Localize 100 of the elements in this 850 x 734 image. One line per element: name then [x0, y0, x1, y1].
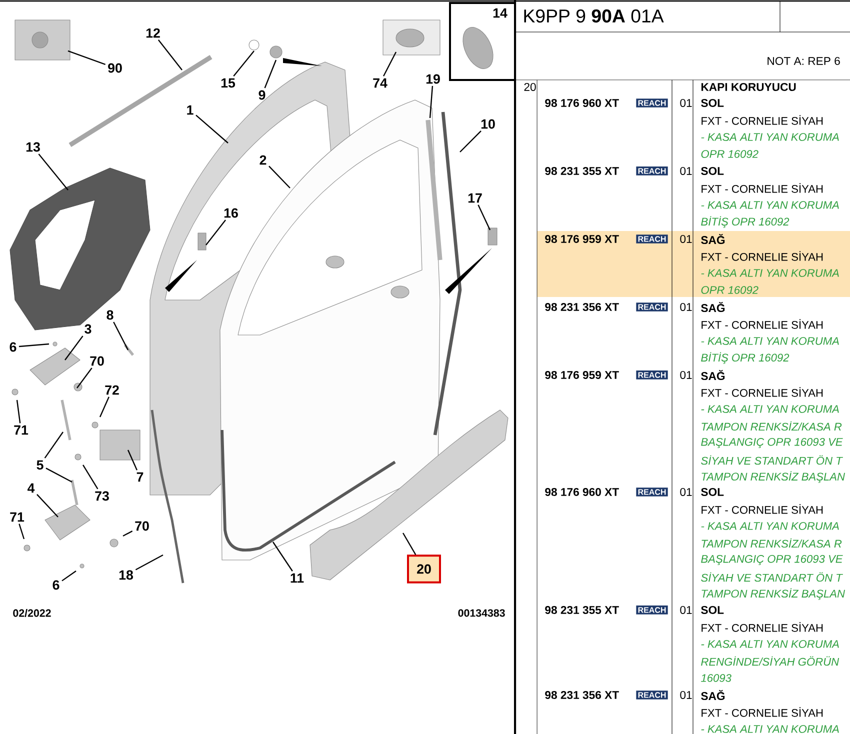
- quantity-text: 01: [680, 99, 692, 107]
- reach-badge: REACH: [636, 488, 668, 496]
- title-text: KAPI KORUYUCU: [701, 83, 796, 91]
- description-text: FXT - CORNELIE SİYAH: [702, 387, 823, 397]
- leader-line: [16, 400, 21, 424]
- callout-number: 74: [373, 78, 388, 88]
- reach-badge: REACH: [636, 166, 668, 176]
- callout-number: 90: [108, 63, 122, 73]
- date-text: 02/2022: [13, 609, 51, 617]
- leader-line: [460, 130, 482, 152]
- inset-box: 14: [449, 2, 516, 81]
- description-text: FXT - CORNELIE SİYAH: [702, 504, 823, 514]
- remark-text: SİYAH VE STANDART ÖN T: [701, 455, 843, 465]
- side-text: SAĞ: [701, 690, 725, 700]
- callout-number: 5: [36, 460, 44, 470]
- side-text: SOL: [701, 99, 724, 107]
- callout-number: 70: [90, 356, 104, 366]
- quantity-text: 01: [680, 691, 692, 699]
- leader-line: [99, 396, 110, 418]
- reach-badge: REACH: [636, 302, 668, 312]
- reach-badge: REACH: [636, 98, 668, 108]
- description-text: FXT - CORNELIE SİYAH: [702, 622, 823, 632]
- remark-text: TAMPON RENKSİZ BAŞLAN: [702, 471, 845, 483]
- part-number: 98 176 960 XT: [545, 488, 619, 496]
- leader-line: [82, 464, 98, 490]
- reach-badge: REACH: [636, 606, 668, 614]
- reach-badge: REACH: [636, 234, 668, 244]
- quantity-text: 01: [680, 167, 692, 175]
- callout-number: 71: [10, 512, 24, 522]
- callout-number: 4: [28, 483, 35, 493]
- leader-line: [18, 524, 25, 540]
- remark-text: - KASA ALTI YAN KORUMA: [701, 201, 839, 209]
- callout-number: 7: [136, 472, 144, 482]
- highlighted-callout: 20: [407, 554, 441, 584]
- callout-number: 6: [52, 580, 60, 590]
- callout-number: 3: [84, 324, 92, 334]
- remark-text: - KASA ALTI YAN KORUMA: [701, 725, 839, 733]
- leader-line: [64, 336, 84, 360]
- leader-line: [478, 204, 491, 230]
- side-text: SAĞ: [701, 234, 725, 244]
- reach-badge: REACH: [636, 370, 668, 380]
- leader-line: [62, 570, 76, 582]
- callout-number: 15: [221, 78, 236, 88]
- remark-text: - KASA ALTI YAN KORUMA: [701, 522, 839, 530]
- description-text: FXT - CORNELIE SİYAH: [702, 115, 823, 125]
- leader-line: [38, 154, 68, 190]
- side-text: SOL: [701, 167, 724, 175]
- callout-number: 70: [135, 521, 149, 531]
- leader-line: [46, 468, 72, 483]
- callout-number: 17: [468, 193, 482, 203]
- leader-line: [383, 52, 397, 76]
- remark-text: TAMPON RENKSİZ/KASA R: [702, 421, 842, 431]
- part-number: 98 176 960 XT: [545, 99, 619, 107]
- part-number: 98 231 356 XT: [545, 302, 619, 312]
- leader-line: [36, 494, 58, 518]
- part-number: 98 231 355 XT: [545, 166, 619, 176]
- remark-text: OPR 16092: [701, 286, 758, 294]
- remark-text: BAŞLANGIÇ OPR 16093 VE: [701, 555, 843, 565]
- part-number: 98 231 355 XT: [545, 606, 619, 614]
- remark-text: 16093: [701, 674, 732, 682]
- reach-badge: REACH: [636, 690, 668, 700]
- side-text: SOL: [701, 488, 724, 496]
- callout-number: 73: [95, 491, 109, 501]
- leader-line: [268, 166, 290, 188]
- description-text: FXT - CORNELIE SİYAH: [702, 183, 823, 193]
- callout-number: 18: [119, 570, 133, 580]
- callout-number: 11: [290, 573, 304, 583]
- remark-text: - KASA ALTI YAN KORUMA: [701, 133, 839, 141]
- callout-number: 10: [481, 119, 495, 129]
- quantity-text: 01: [680, 235, 692, 243]
- remark-text: RENGİNDE/SİYAH GÖRÜN: [701, 656, 840, 666]
- remark-text: - KASA ALTI YAN KORUMA: [701, 269, 839, 277]
- remark-text: SİYAH VE STANDART ÖN T: [701, 572, 843, 582]
- remark-text: - KASA ALTI YAN KORUMA: [701, 405, 839, 413]
- callout-number: 13: [26, 142, 40, 152]
- drawing-number: 00134383: [458, 609, 505, 617]
- description-text: FXT - CORNELIE SİYAH: [702, 707, 823, 717]
- remark-text: BİTİŞ OPR 16092: [701, 352, 790, 364]
- leader-line: [233, 50, 254, 76]
- leader-line: [135, 554, 164, 570]
- callout-number: 1: [187, 105, 194, 115]
- leader-line: [68, 50, 106, 66]
- description-text: FXT - CORNELIE SİYAH: [702, 251, 823, 261]
- remark-text: BİTİŞ OPR 16092: [701, 216, 790, 228]
- side-text: SAĞ: [701, 370, 725, 380]
- callout-number: 72: [105, 385, 119, 395]
- side-text: SAĞ: [701, 302, 725, 312]
- callout-number: 8: [106, 310, 114, 320]
- leader-line: [206, 220, 226, 246]
- remark-text: - KASA ALTI YAN KORUMA: [701, 337, 839, 345]
- leader-line: [158, 40, 182, 70]
- callout-number: 19: [426, 74, 440, 84]
- leader-line: [196, 114, 228, 144]
- leader-line: [402, 532, 416, 555]
- callout-number: 2: [260, 155, 266, 165]
- callout-number: 12: [146, 28, 160, 38]
- leader-line: [18, 343, 50, 348]
- remark-text: TAMPON RENKSİZ BAŞLAN: [702, 588, 845, 600]
- leader-line: [44, 432, 64, 458]
- description-text: FXT - CORNELIE SİYAH: [702, 319, 823, 329]
